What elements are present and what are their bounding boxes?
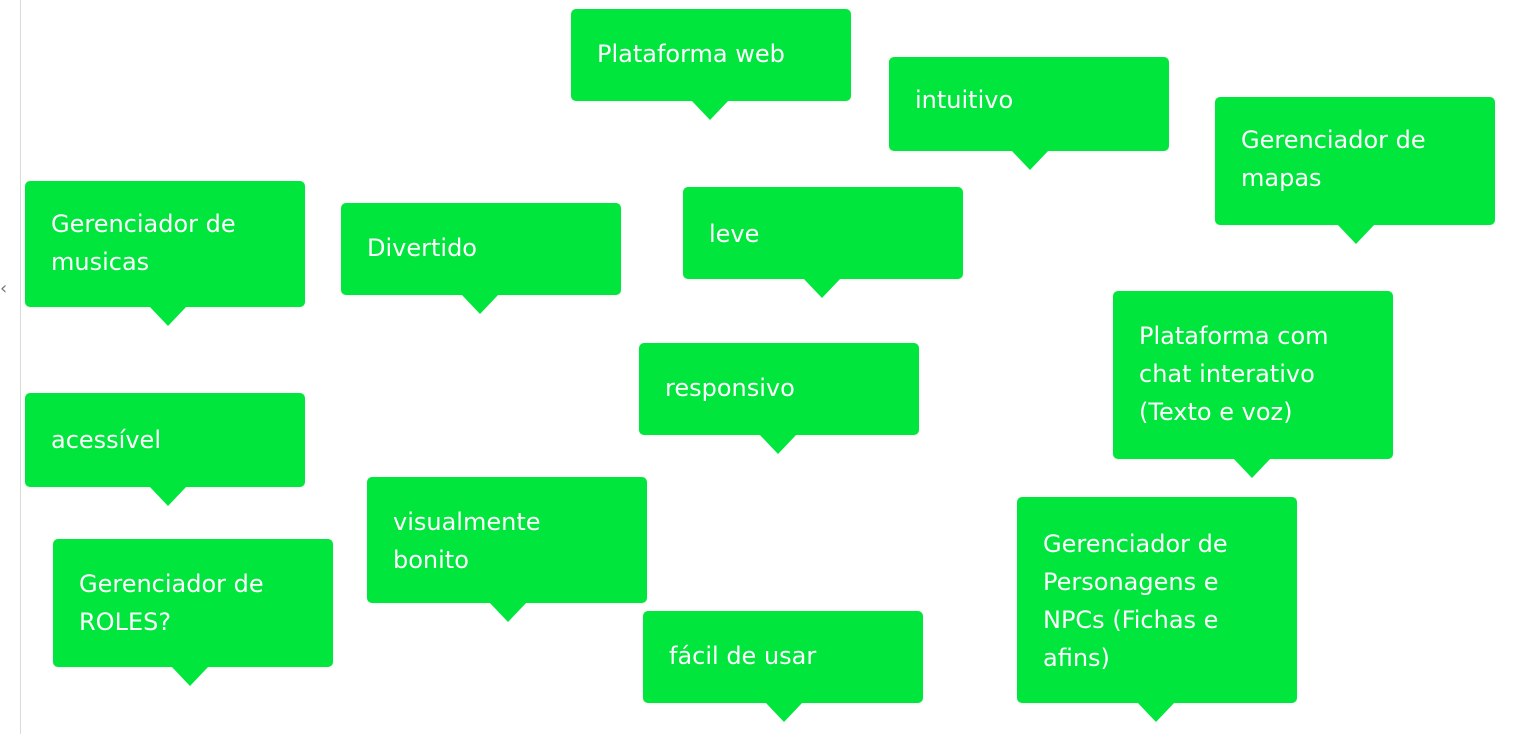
sticky-note[interactable]: leve xyxy=(683,187,963,298)
sticky-note[interactable]: fácil de usar xyxy=(643,611,923,722)
sticky-note-text: leve xyxy=(709,220,760,248)
sticky-note[interactable]: Divertido xyxy=(341,203,621,314)
sticky-note-text: intuitivo xyxy=(915,86,1014,114)
sticky-note-text: Plataforma web xyxy=(597,40,785,68)
sticky-note[interactable]: acessível xyxy=(25,393,305,506)
collapse-panel-icon[interactable]: ‹ xyxy=(0,278,8,299)
sticky-note-text: Divertido xyxy=(367,234,477,262)
canvas-left-border xyxy=(20,0,21,734)
sticky-note[interactable]: responsivo xyxy=(639,343,919,454)
sticky-note[interactable]: Plataforma web xyxy=(571,9,851,120)
sticky-note-text: responsivo xyxy=(665,374,795,402)
sticky-note-text: acessível xyxy=(51,426,161,454)
sticky-note[interactable]: intuitivo xyxy=(889,57,1169,170)
sticky-note-text: fácil de usar xyxy=(669,642,817,670)
